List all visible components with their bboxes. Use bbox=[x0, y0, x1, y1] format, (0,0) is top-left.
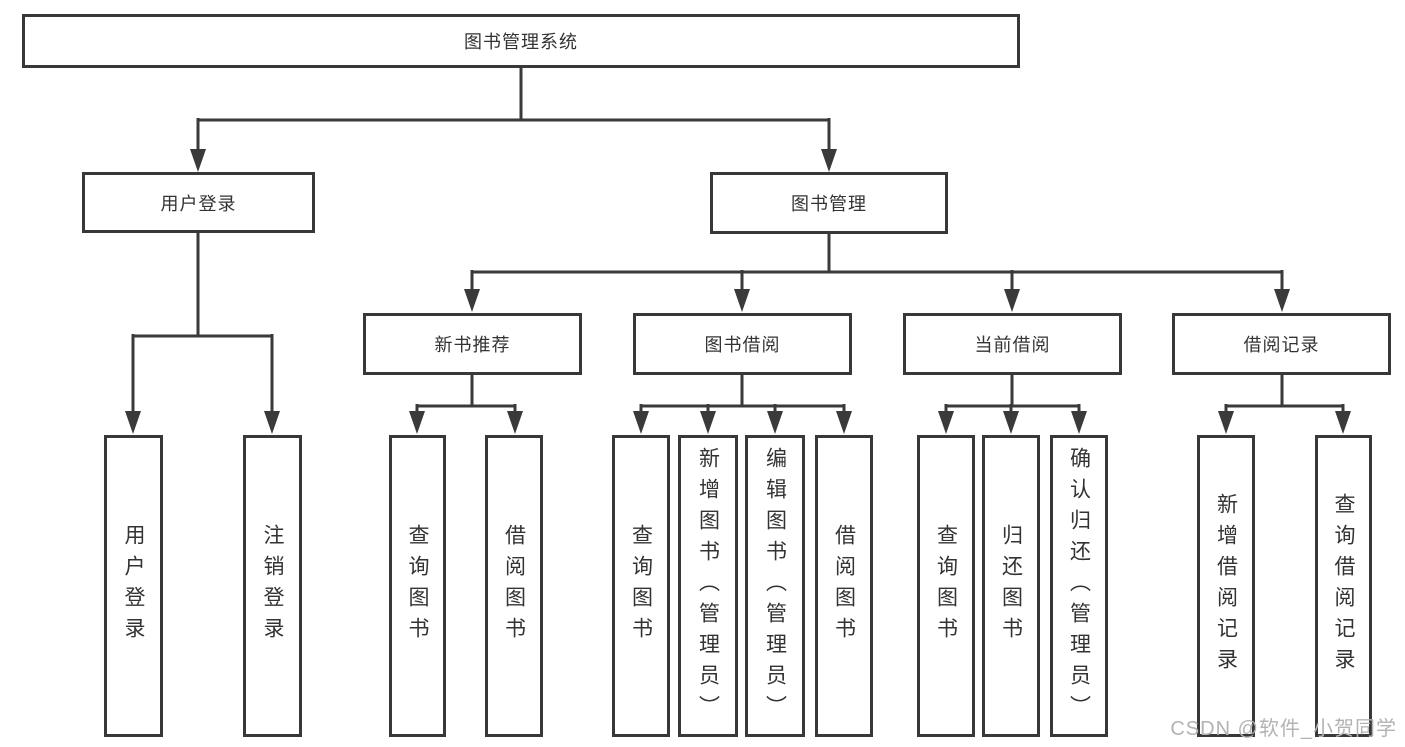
node-leaf-query-borrow-record: 查询借阅记录 bbox=[1315, 435, 1372, 737]
node-user-login-branch: 用户登录 bbox=[82, 172, 315, 233]
node-leaf-query-book-current-label: 查询图书 bbox=[934, 524, 958, 648]
node-leaf-user-login-label: 用户登录 bbox=[122, 524, 145, 648]
node-leaf-confirm-return-admin-label: 确认归还（管理员） bbox=[1067, 446, 1091, 726]
node-leaf-add-borrow-record: 新增借阅记录 bbox=[1197, 435, 1255, 737]
node-book-mgmt-branch-label: 图书管理 bbox=[791, 194, 867, 214]
node-leaf-add-book-admin: 新增图书（管理员） bbox=[678, 435, 738, 737]
node-root-label: 图书管理系统 bbox=[464, 32, 578, 52]
node-leaf-confirm-return-admin: 确认归还（管理员） bbox=[1050, 435, 1108, 737]
node-leaf-query-book-borrow: 查询图书 bbox=[612, 435, 670, 737]
node-leaf-query-borrow-record-label: 查询借阅记录 bbox=[1332, 493, 1355, 679]
node-leaf-logout-label: 注销登录 bbox=[261, 524, 284, 648]
node-current-borrow: 当前借阅 bbox=[903, 313, 1122, 375]
node-leaf-return-book-label: 归还图书 bbox=[999, 524, 1023, 648]
node-leaf-add-borrow-record-label: 新增借阅记录 bbox=[1214, 493, 1238, 679]
node-book-borrow: 图书借阅 bbox=[633, 313, 852, 375]
node-leaf-user-login: 用户登录 bbox=[104, 435, 163, 737]
node-leaf-borrow-book-rec-label: 借阅图书 bbox=[502, 524, 526, 648]
node-leaf-query-book-rec: 查询图书 bbox=[389, 435, 446, 737]
node-leaf-return-book: 归还图书 bbox=[982, 435, 1040, 737]
node-leaf-borrow-book-borrow-label: 借阅图书 bbox=[832, 524, 856, 648]
node-borrow-record: 借阅记录 bbox=[1172, 313, 1391, 375]
node-new-book-rec: 新书推荐 bbox=[363, 313, 582, 375]
node-user-login-branch-label: 用户登录 bbox=[160, 193, 237, 214]
node-leaf-query-book-rec-label: 查询图书 bbox=[406, 524, 429, 648]
node-leaf-logout: 注销登录 bbox=[243, 435, 302, 737]
node-new-book-rec-label: 新书推荐 bbox=[434, 335, 511, 355]
node-current-borrow-label: 当前借阅 bbox=[974, 335, 1051, 355]
node-leaf-query-book-borrow-label: 查询图书 bbox=[629, 524, 653, 648]
node-leaf-add-book-admin-label: 新增图书（管理员） bbox=[696, 446, 720, 726]
node-book-borrow-label: 图书借阅 bbox=[704, 335, 781, 355]
node-book-mgmt-branch: 图书管理 bbox=[710, 172, 948, 234]
node-leaf-edit-book-admin: 编辑图书（管理员） bbox=[745, 435, 805, 737]
node-leaf-edit-book-admin-label: 编辑图书（管理员） bbox=[763, 446, 787, 726]
node-root: 图书管理系统 bbox=[22, 14, 1020, 68]
node-leaf-query-book-current: 查询图书 bbox=[917, 435, 975, 737]
node-leaf-borrow-book-borrow: 借阅图书 bbox=[815, 435, 873, 737]
node-leaf-borrow-book-rec: 借阅图书 bbox=[485, 435, 543, 737]
node-borrow-record-label: 借阅记录 bbox=[1243, 335, 1320, 355]
